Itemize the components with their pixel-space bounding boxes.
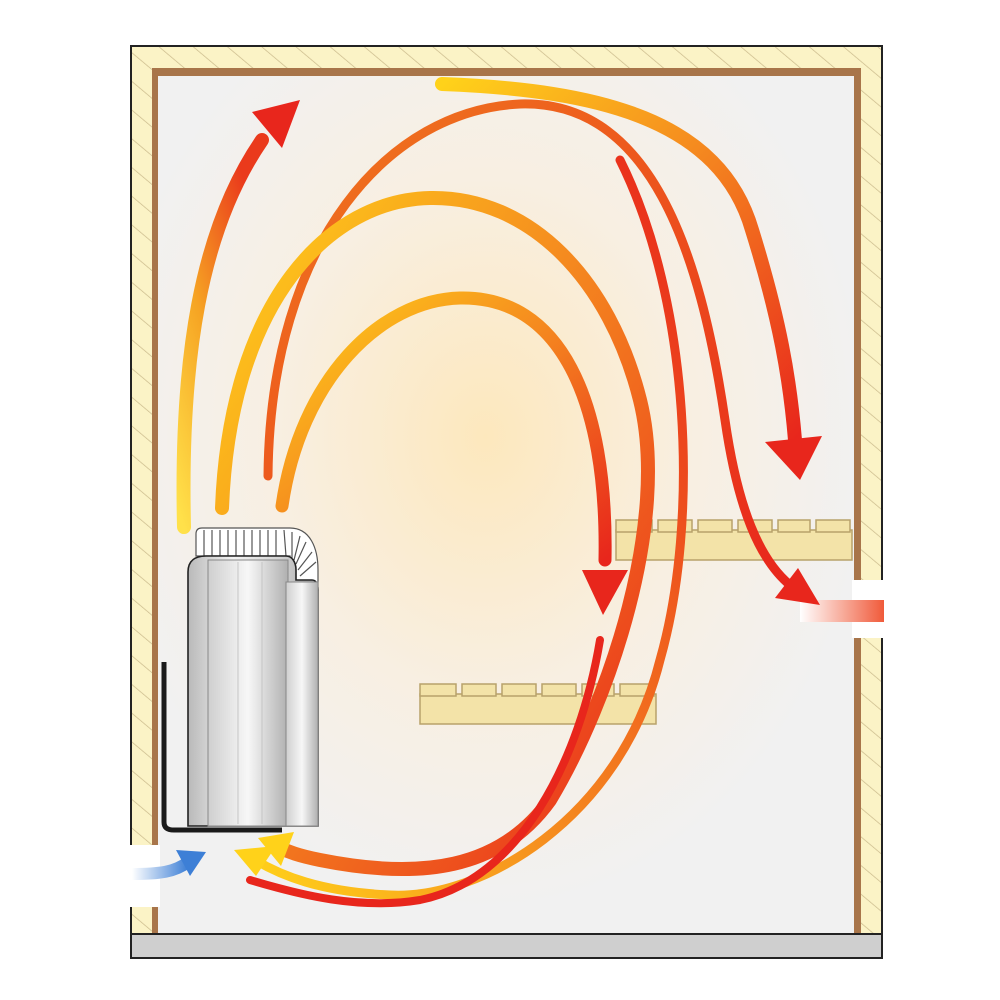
lower-return-arrow — [246, 636, 604, 908]
exhaust-arrowhead — [775, 568, 820, 605]
exhaust-outlet — [800, 580, 886, 638]
rising-air-left-arrow — [176, 133, 269, 534]
upper-bench — [615, 519, 853, 561]
floor-return-to-heater-arrow — [250, 155, 688, 900]
ceiling-flow-down-right-arrow — [435, 77, 802, 447]
floor — [130, 933, 883, 959]
sauna-heater — [161, 527, 319, 833]
rising-arrowhead — [252, 100, 300, 148]
heater-bracket — [161, 662, 282, 833]
fresh-air-inlet-flow-arrow — [126, 850, 206, 880]
middle-loop-return-floor-arrow — [215, 190, 655, 877]
inner-loop-arrowhead — [582, 570, 628, 615]
heater-stones — [195, 527, 319, 591]
ceiling-flow-arrowhead — [765, 436, 822, 480]
airflow-arrows — [176, 77, 822, 908]
inner-loop-to-upper-bench-arrow — [275, 291, 612, 567]
